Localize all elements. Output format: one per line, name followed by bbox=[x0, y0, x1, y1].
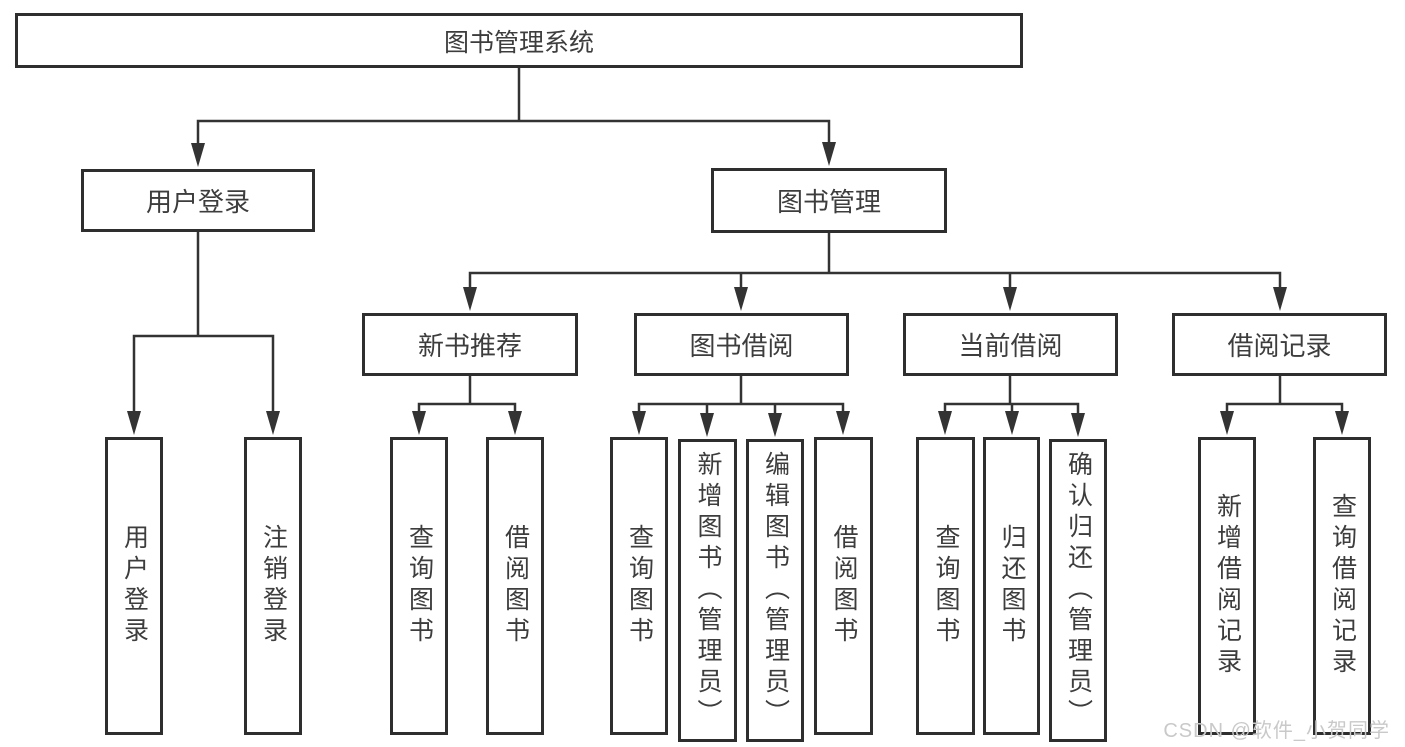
arrow-icon bbox=[836, 411, 850, 435]
leaf-br-add-record: 新增借阅记录 bbox=[1198, 437, 1256, 735]
arrow-icon bbox=[127, 411, 141, 435]
leaf-bb-borrow-book: 借阅图书 bbox=[814, 437, 873, 735]
leaf-cb-confirm-return-admin: 确认归还（管理员） bbox=[1049, 439, 1107, 742]
arrow-icon bbox=[700, 413, 714, 437]
node-root: 图书管理系统 bbox=[15, 13, 1023, 68]
arrow-icon bbox=[632, 411, 646, 435]
arrow-icon bbox=[508, 411, 522, 435]
arrow-icon bbox=[1335, 411, 1349, 435]
leaf-nbr-query-book: 查询图书 bbox=[390, 437, 448, 735]
leaf-bb-edit-book-admin: 编辑图书（管理员） bbox=[746, 439, 804, 742]
node-book-management: 图书管理 bbox=[711, 168, 947, 233]
arrowheads bbox=[127, 142, 1349, 437]
arrow-icon bbox=[1005, 411, 1019, 435]
leaf-label: 新增借阅记录 bbox=[1213, 493, 1242, 679]
leaf-label: 查询图书 bbox=[405, 524, 434, 648]
leaf-user-login: 用户登录 bbox=[105, 437, 163, 735]
leaf-cb-query-book: 查询图书 bbox=[916, 437, 975, 735]
leaf-cb-return-book: 归还图书 bbox=[983, 437, 1040, 735]
connector-root bbox=[196, 66, 831, 152]
leaf-bb-query-book: 查询图书 bbox=[610, 437, 668, 735]
leaf-label: 查询借阅记录 bbox=[1328, 493, 1357, 679]
leaf-br-query-record: 查询借阅记录 bbox=[1313, 437, 1371, 735]
arrow-icon bbox=[1071, 413, 1085, 437]
connector-book-borrow bbox=[637, 374, 845, 422]
node-new-book-recommend: 新书推荐 bbox=[362, 313, 578, 376]
node-borrow-record: 借阅记录 bbox=[1172, 313, 1387, 376]
arrow-icon bbox=[412, 411, 426, 435]
leaf-label: 借阅图书 bbox=[830, 524, 858, 648]
leaf-label: 借阅图书 bbox=[501, 524, 530, 648]
connector-book-management bbox=[468, 231, 1282, 296]
node-user-login: 用户登录 bbox=[81, 169, 315, 232]
connector-user-login bbox=[132, 230, 275, 420]
connector-borrow-record bbox=[1225, 374, 1344, 420]
arrow-icon bbox=[191, 143, 205, 167]
arrow-icon bbox=[1003, 287, 1017, 311]
arrow-icon bbox=[1273, 287, 1287, 311]
arrow-icon bbox=[822, 142, 836, 166]
arrow-icon bbox=[463, 287, 477, 311]
connector-new-book-recommend bbox=[417, 374, 517, 420]
arrow-icon bbox=[1220, 411, 1234, 435]
leaf-label: 新增图书（管理员） bbox=[694, 451, 722, 730]
leaf-bb-add-book-admin: 新增图书（管理员） bbox=[678, 439, 737, 742]
leaf-label: 确认归还（管理员） bbox=[1064, 451, 1093, 730]
csdn-watermark: CSDN @软件_小贺同学 bbox=[1163, 720, 1390, 742]
arrow-icon bbox=[938, 411, 952, 435]
arrow-icon bbox=[768, 413, 782, 437]
leaf-label: 归还图书 bbox=[998, 524, 1026, 648]
leaf-label: 用户登录 bbox=[120, 524, 149, 648]
node-book-borrow: 图书借阅 bbox=[634, 313, 849, 376]
leaf-label: 查询图书 bbox=[932, 524, 960, 648]
leaf-nbr-borrow-book: 借阅图书 bbox=[486, 437, 544, 735]
node-current-borrow: 当前借阅 bbox=[903, 313, 1118, 376]
arrow-icon bbox=[266, 411, 280, 435]
leaf-logout-login: 注销登录 bbox=[244, 437, 302, 735]
leaf-label: 注销登录 bbox=[259, 524, 288, 648]
arrow-icon bbox=[734, 287, 748, 311]
leaf-label: 编辑图书（管理员） bbox=[761, 451, 790, 730]
leaf-label: 查询图书 bbox=[625, 524, 654, 648]
